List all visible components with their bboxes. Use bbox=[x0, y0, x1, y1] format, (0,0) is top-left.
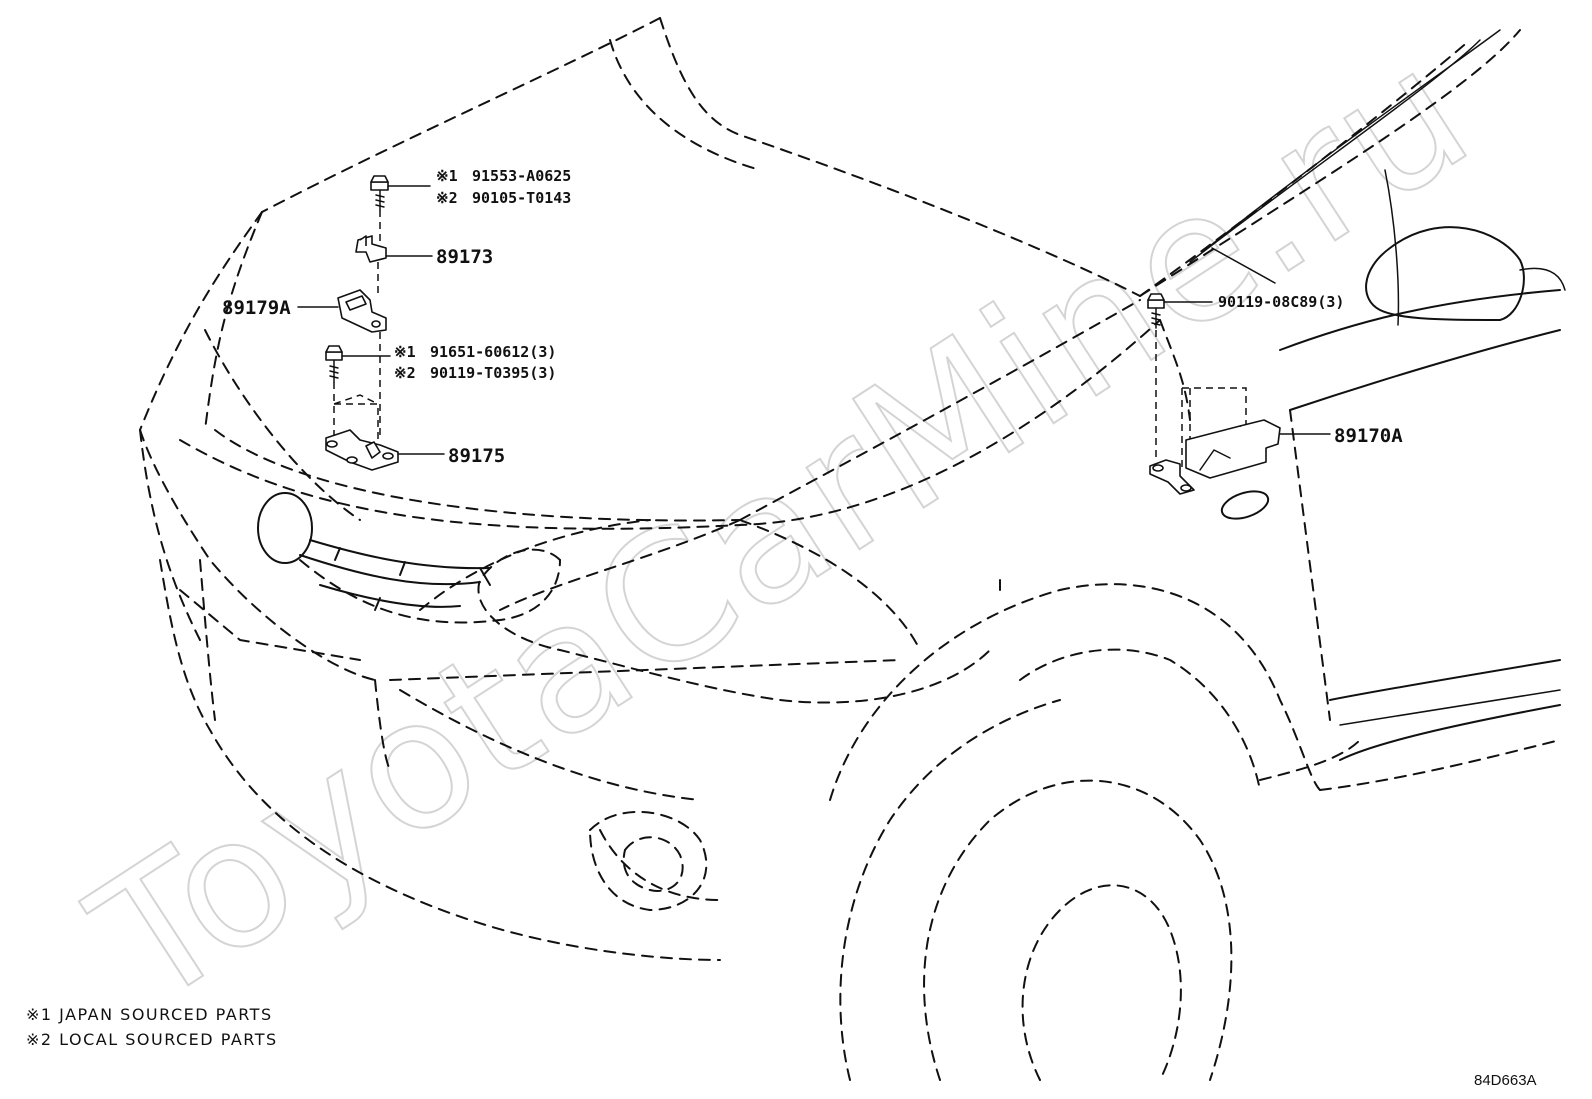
latch-89175-icon bbox=[325, 429, 399, 471]
marker-1-mid: ※1 bbox=[394, 343, 416, 361]
watermark-text: ToyotaCarMine.ru bbox=[59, 7, 1504, 1045]
front-tire-outline bbox=[923, 779, 1233, 1081]
fog-light-outline bbox=[589, 810, 708, 911]
side-marker-outline bbox=[1220, 490, 1270, 520]
part-number-89179A: 89179A bbox=[222, 297, 291, 319]
part-number-91553-A0625: 91553-A0625 bbox=[472, 167, 571, 185]
marker-2-top: ※2 bbox=[436, 189, 458, 207]
hood-latch-assembly bbox=[297, 175, 445, 471]
side-mirror-outline bbox=[1365, 226, 1525, 321]
bolt-mid-icon bbox=[325, 345, 343, 383]
bracket-89179A-icon bbox=[337, 289, 387, 333]
legend-note-japan: ※1 JAPAN SOURCED PARTS bbox=[26, 1005, 273, 1024]
bolt-top-icon bbox=[370, 175, 389, 211]
diagram-code: 84D663A bbox=[1474, 1072, 1537, 1089]
vehicle-body-outline bbox=[139, 17, 1566, 1081]
bracket-89173-icon bbox=[355, 235, 387, 263]
marker-2-mid: ※2 bbox=[394, 364, 416, 382]
part-number-90119-T0395: 90119-T0395(3) bbox=[430, 364, 556, 382]
sensor-assembly bbox=[1147, 293, 1331, 495]
part-number-91651-60612: 91651-60612(3) bbox=[430, 343, 556, 361]
marker-1-top: ※1 bbox=[436, 167, 458, 185]
sensor-89170A-icon bbox=[1149, 419, 1281, 495]
part-number-89170A: 89170A bbox=[1334, 425, 1403, 447]
part-number-89173: 89173 bbox=[436, 246, 493, 268]
part-number-90119-08C89: 90119-08C89(3) bbox=[1218, 293, 1344, 311]
callout-bolt-top: ※1 91553-A0625 ※2 90105-T0143 bbox=[436, 167, 571, 207]
legend-note-local: ※2 LOCAL SOURCED PARTS bbox=[26, 1030, 278, 1049]
callout-bolt-mid: ※1 91651-60612(3) ※2 90119-T0395(3) bbox=[394, 343, 556, 382]
part-number-89175: 89175 bbox=[448, 445, 505, 467]
sourcing-legend: ※1 JAPAN SOURCED PARTS ※2 LOCAL SOURCED … bbox=[26, 1005, 278, 1049]
part-number-90105-T0143: 90105-T0143 bbox=[472, 189, 571, 207]
emblem-outline bbox=[257, 492, 313, 564]
bolt-right-icon bbox=[1147, 293, 1165, 329]
